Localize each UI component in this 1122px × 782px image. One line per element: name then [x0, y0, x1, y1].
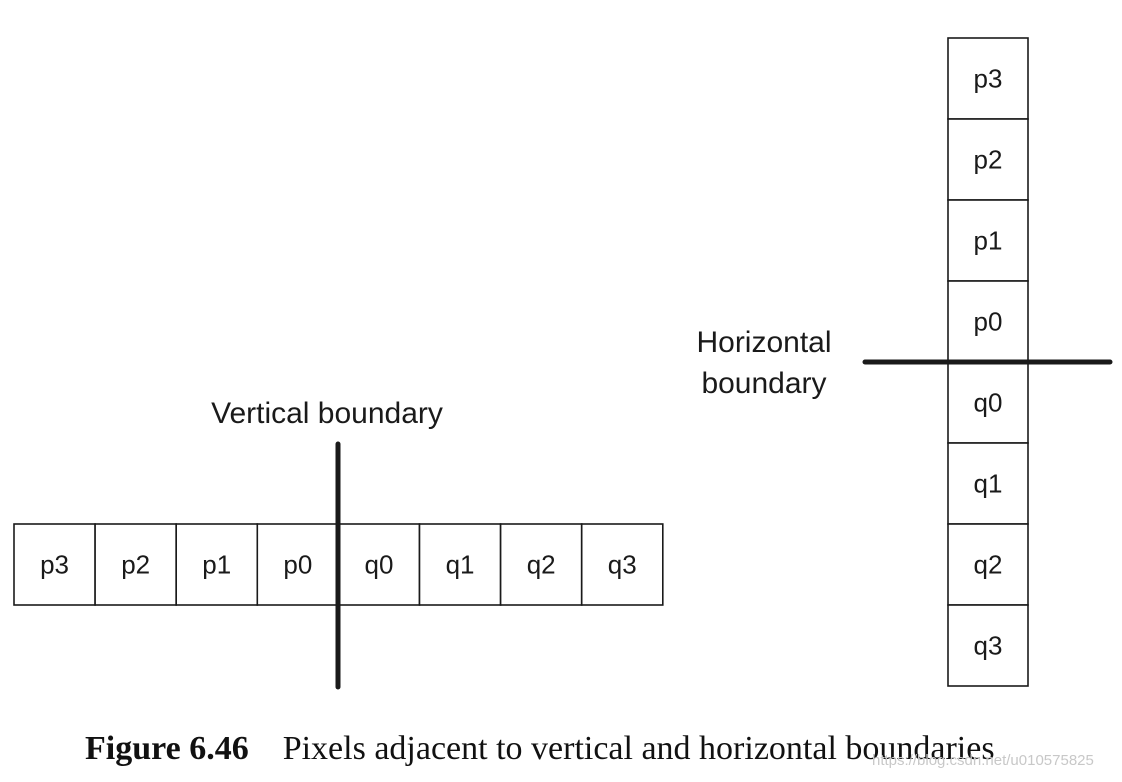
column-pixel-p0: p0: [947, 280, 1029, 363]
column-pixel-p1: p1: [947, 199, 1029, 282]
row-pixel-p0-label: p0: [283, 550, 312, 580]
row-pixel-q3-label: q3: [608, 550, 637, 580]
row-pixel-p1: p1: [175, 523, 259, 606]
watermark-text: https://blog.csdn.net/u010575825: [872, 752, 1094, 769]
column-pixel-q1-label: q1: [974, 469, 1003, 499]
vertical-boundary-label: Vertical boundary: [211, 397, 443, 430]
row-pixel-q2: q2: [499, 523, 583, 606]
row-pixel-q0: q0: [337, 523, 421, 606]
row-pixel-p2-box: [94, 523, 177, 606]
column-pixel-p2: p2: [947, 118, 1029, 201]
row-pixel-p0: p0: [256, 523, 340, 606]
column-pixel-q1: q1: [947, 442, 1029, 525]
row-pixel-p3: p3: [13, 523, 96, 606]
column-pixel-p0-box: [947, 280, 1029, 363]
column-pixel-p0-label: p0: [974, 307, 1003, 337]
horizontal-boundary-label-line-1: Horizontal: [696, 326, 831, 359]
row-pixel-q3: q3: [580, 523, 664, 606]
row-pixel-q3-box: [580, 523, 664, 606]
column-pixel-p1-box: [947, 199, 1029, 282]
horizontal-boundary-label-line-2: boundary: [701, 367, 826, 400]
column-pixel-q0: q0: [947, 361, 1029, 444]
column-pixel-q0-label: q0: [974, 388, 1003, 418]
column-pixel-q2-label: q2: [974, 550, 1003, 580]
column-pixel-p1-label: p1: [974, 226, 1003, 256]
row-pixel-q0-box: [337, 523, 421, 606]
column-pixel-q2: q2: [947, 523, 1029, 606]
horizontal-pixel-row: p3 p2 p1 p0 q0 q1 q2 q3: [13, 523, 664, 606]
row-pixel-q1: q1: [418, 523, 502, 606]
column-pixel-p3-label: p3: [974, 64, 1003, 94]
column-pixel-q3-label: q3: [974, 631, 1003, 661]
row-pixel-p1-label: p1: [202, 550, 231, 580]
row-pixel-p2: p2: [94, 523, 177, 606]
row-pixel-p3-box: [13, 523, 96, 606]
column-pixel-q1-box: [947, 442, 1029, 525]
row-pixel-q1-box: [418, 523, 502, 606]
row-pixel-p0-box: [256, 523, 340, 606]
vertical-pixel-column: p3 p2 p1 p0 q0 q1 q2 q3: [947, 37, 1029, 687]
figure-caption-text: Pixels adjacent to vertical and horizont…: [282, 730, 995, 767]
column-pixel-p2-label: p2: [974, 145, 1003, 175]
column-pixel-p3-box: [947, 37, 1029, 120]
column-pixel-p3: p3: [947, 37, 1029, 120]
row-pixel-p3-label: p3: [40, 550, 69, 580]
row-pixel-q0-label: q0: [364, 550, 393, 580]
column-pixel-q3: q3: [947, 604, 1029, 687]
figure-number: Figure 6.46: [85, 730, 249, 767]
column-pixel-q2-box: [947, 523, 1029, 606]
row-pixel-q2-label: q2: [527, 550, 556, 580]
figure-caption: Figure 6.46 Pixels adjacent to vertical a…: [85, 730, 995, 768]
row-pixel-q1-label: q1: [446, 550, 475, 580]
column-pixel-q3-box: [947, 604, 1029, 687]
row-pixel-p2-label: p2: [121, 550, 150, 580]
